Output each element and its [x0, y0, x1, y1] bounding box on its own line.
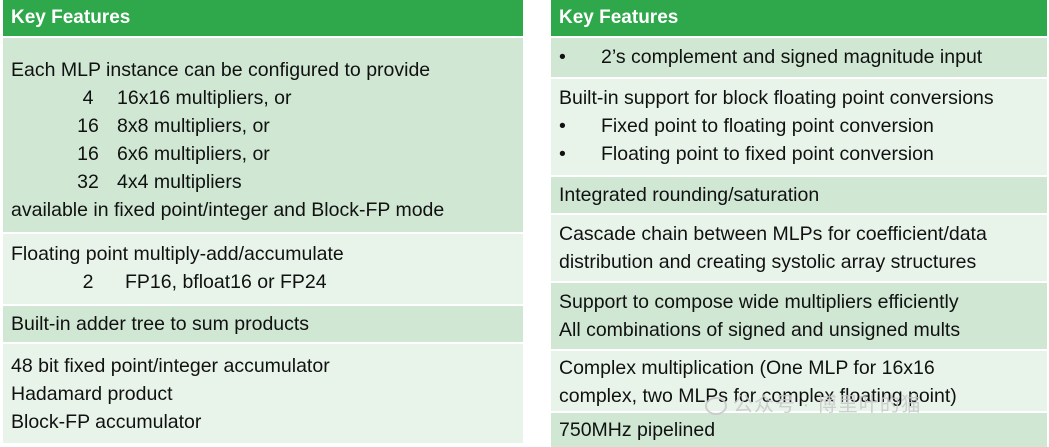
- bfp-conversion-row: Built-in support for block floating poin…: [551, 77, 1047, 175]
- wide-multipliers-row: Support to compose wide multipliers effi…: [551, 281, 1047, 349]
- bullet-icon: •: [559, 115, 566, 137]
- adder-row: Built-in adder tree to sum products: [3, 304, 523, 342]
- pipelined-row: 750MHz pipelined: [551, 411, 1047, 447]
- mlp-intro: Each MLP instance can be configured to p…: [11, 59, 431, 81]
- watermark: 公众号 · 博里叶的猫: [705, 388, 922, 417]
- left-header: Key Features: [3, 0, 523, 36]
- left-feature-table: Key Features Each MLP instance can be co…: [3, 0, 523, 443]
- bullet-icon: •: [559, 143, 566, 165]
- right-header: Key Features: [551, 0, 1047, 36]
- bullet-icon: •: [559, 46, 566, 68]
- fp-row: Floating point multiply-add/accumulate 2…: [3, 232, 523, 304]
- cascade-row: Cascade chain between MLPs for coefficie…: [551, 213, 1047, 281]
- wechat-icon: [705, 396, 727, 415]
- fp-line: Floating point multiply-add/accumulate: [11, 243, 344, 265]
- right-feature-table: Key Features •2’s complement and signed …: [551, 0, 1047, 447]
- mlp-outro: available in fixed point/integer and Blo…: [11, 199, 445, 221]
- complex-mult-row: Complex multiplication (One MLP for 16x1…: [551, 349, 1047, 411]
- complement-row: •2’s complement and signed magnitude inp…: [551, 36, 1047, 77]
- accumulator-row: 48 bit fixed point/integer accumulator H…: [3, 342, 523, 443]
- mlp-config-row: Each MLP instance can be configured to p…: [3, 36, 523, 232]
- rounding-row: Integrated rounding/saturation: [551, 175, 1047, 213]
